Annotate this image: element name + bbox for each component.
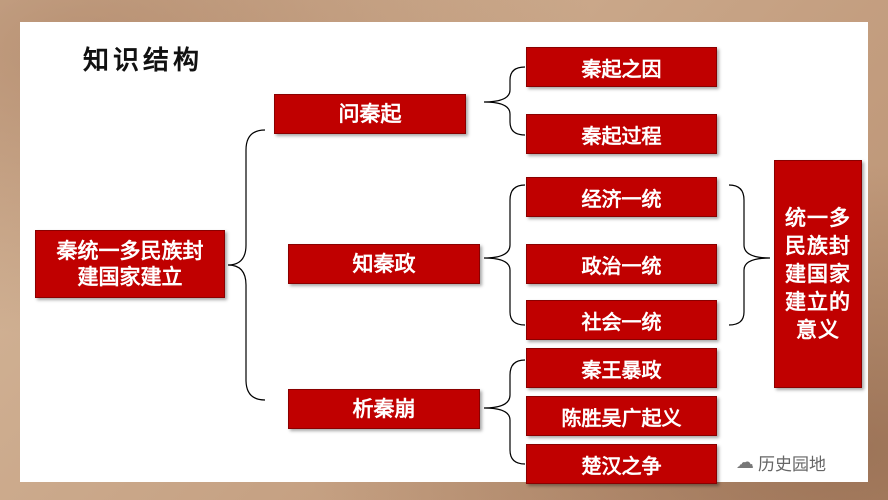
- branch-box-xi-qin-beng: 析秦崩: [288, 389, 480, 429]
- branch3-bracket: [483, 359, 526, 465]
- leaf-box: 政治一统: [526, 244, 717, 284]
- leaf-label: 秦起过程: [581, 123, 662, 148]
- branch1-bracket: [483, 66, 526, 136]
- leaf-box: 秦起过程: [526, 114, 717, 154]
- root-box: 秦统一多民族封建国家建立: [35, 230, 225, 298]
- leaf-box: 楚汉之争: [526, 444, 717, 484]
- leaf-label: 社会一统: [581, 309, 662, 334]
- leaf-label: 秦王暴政: [581, 357, 662, 382]
- watermark: ☁ 历史园地: [736, 450, 826, 475]
- branch-label: 问秦起: [338, 102, 402, 126]
- root-bracket: [227, 129, 266, 401]
- branch-label: 析秦崩: [352, 397, 416, 421]
- leaf-label: 楚汉之争: [581, 453, 662, 478]
- watermark-text: 历史园地: [758, 455, 826, 475]
- significance-label: 统一多民族封建国家建立的意义: [785, 206, 851, 342]
- leaf-label: 经济一统: [581, 186, 662, 211]
- root-label: 秦统一多民族封建国家建立: [56, 239, 204, 289]
- branch-box-zhi-qin-zheng: 知秦政: [288, 244, 480, 284]
- leaf-box: 秦王暴政: [526, 348, 717, 388]
- branch-box-wen-qin-qi: 问秦起: [274, 94, 466, 134]
- significance-box: 统一多民族封建国家建立的意义: [774, 160, 862, 388]
- leaf-box: 秦起之因: [526, 47, 717, 87]
- leaf-label: 秦起之因: [581, 56, 662, 81]
- leaf-label: 陈胜吴广起义: [561, 405, 682, 430]
- significance-bracket: [728, 184, 771, 326]
- leaf-box: 经济一统: [526, 177, 717, 217]
- leaf-label: 政治一统: [581, 253, 662, 278]
- branch-label: 知秦政: [352, 252, 416, 276]
- page-title: 知识结构: [83, 46, 204, 76]
- leaf-box: 陈胜吴广起义: [526, 396, 717, 436]
- wechat-icon: ☁: [736, 452, 754, 473]
- branch2-bracket: [483, 184, 526, 326]
- leaf-box: 社会一统: [526, 300, 717, 340]
